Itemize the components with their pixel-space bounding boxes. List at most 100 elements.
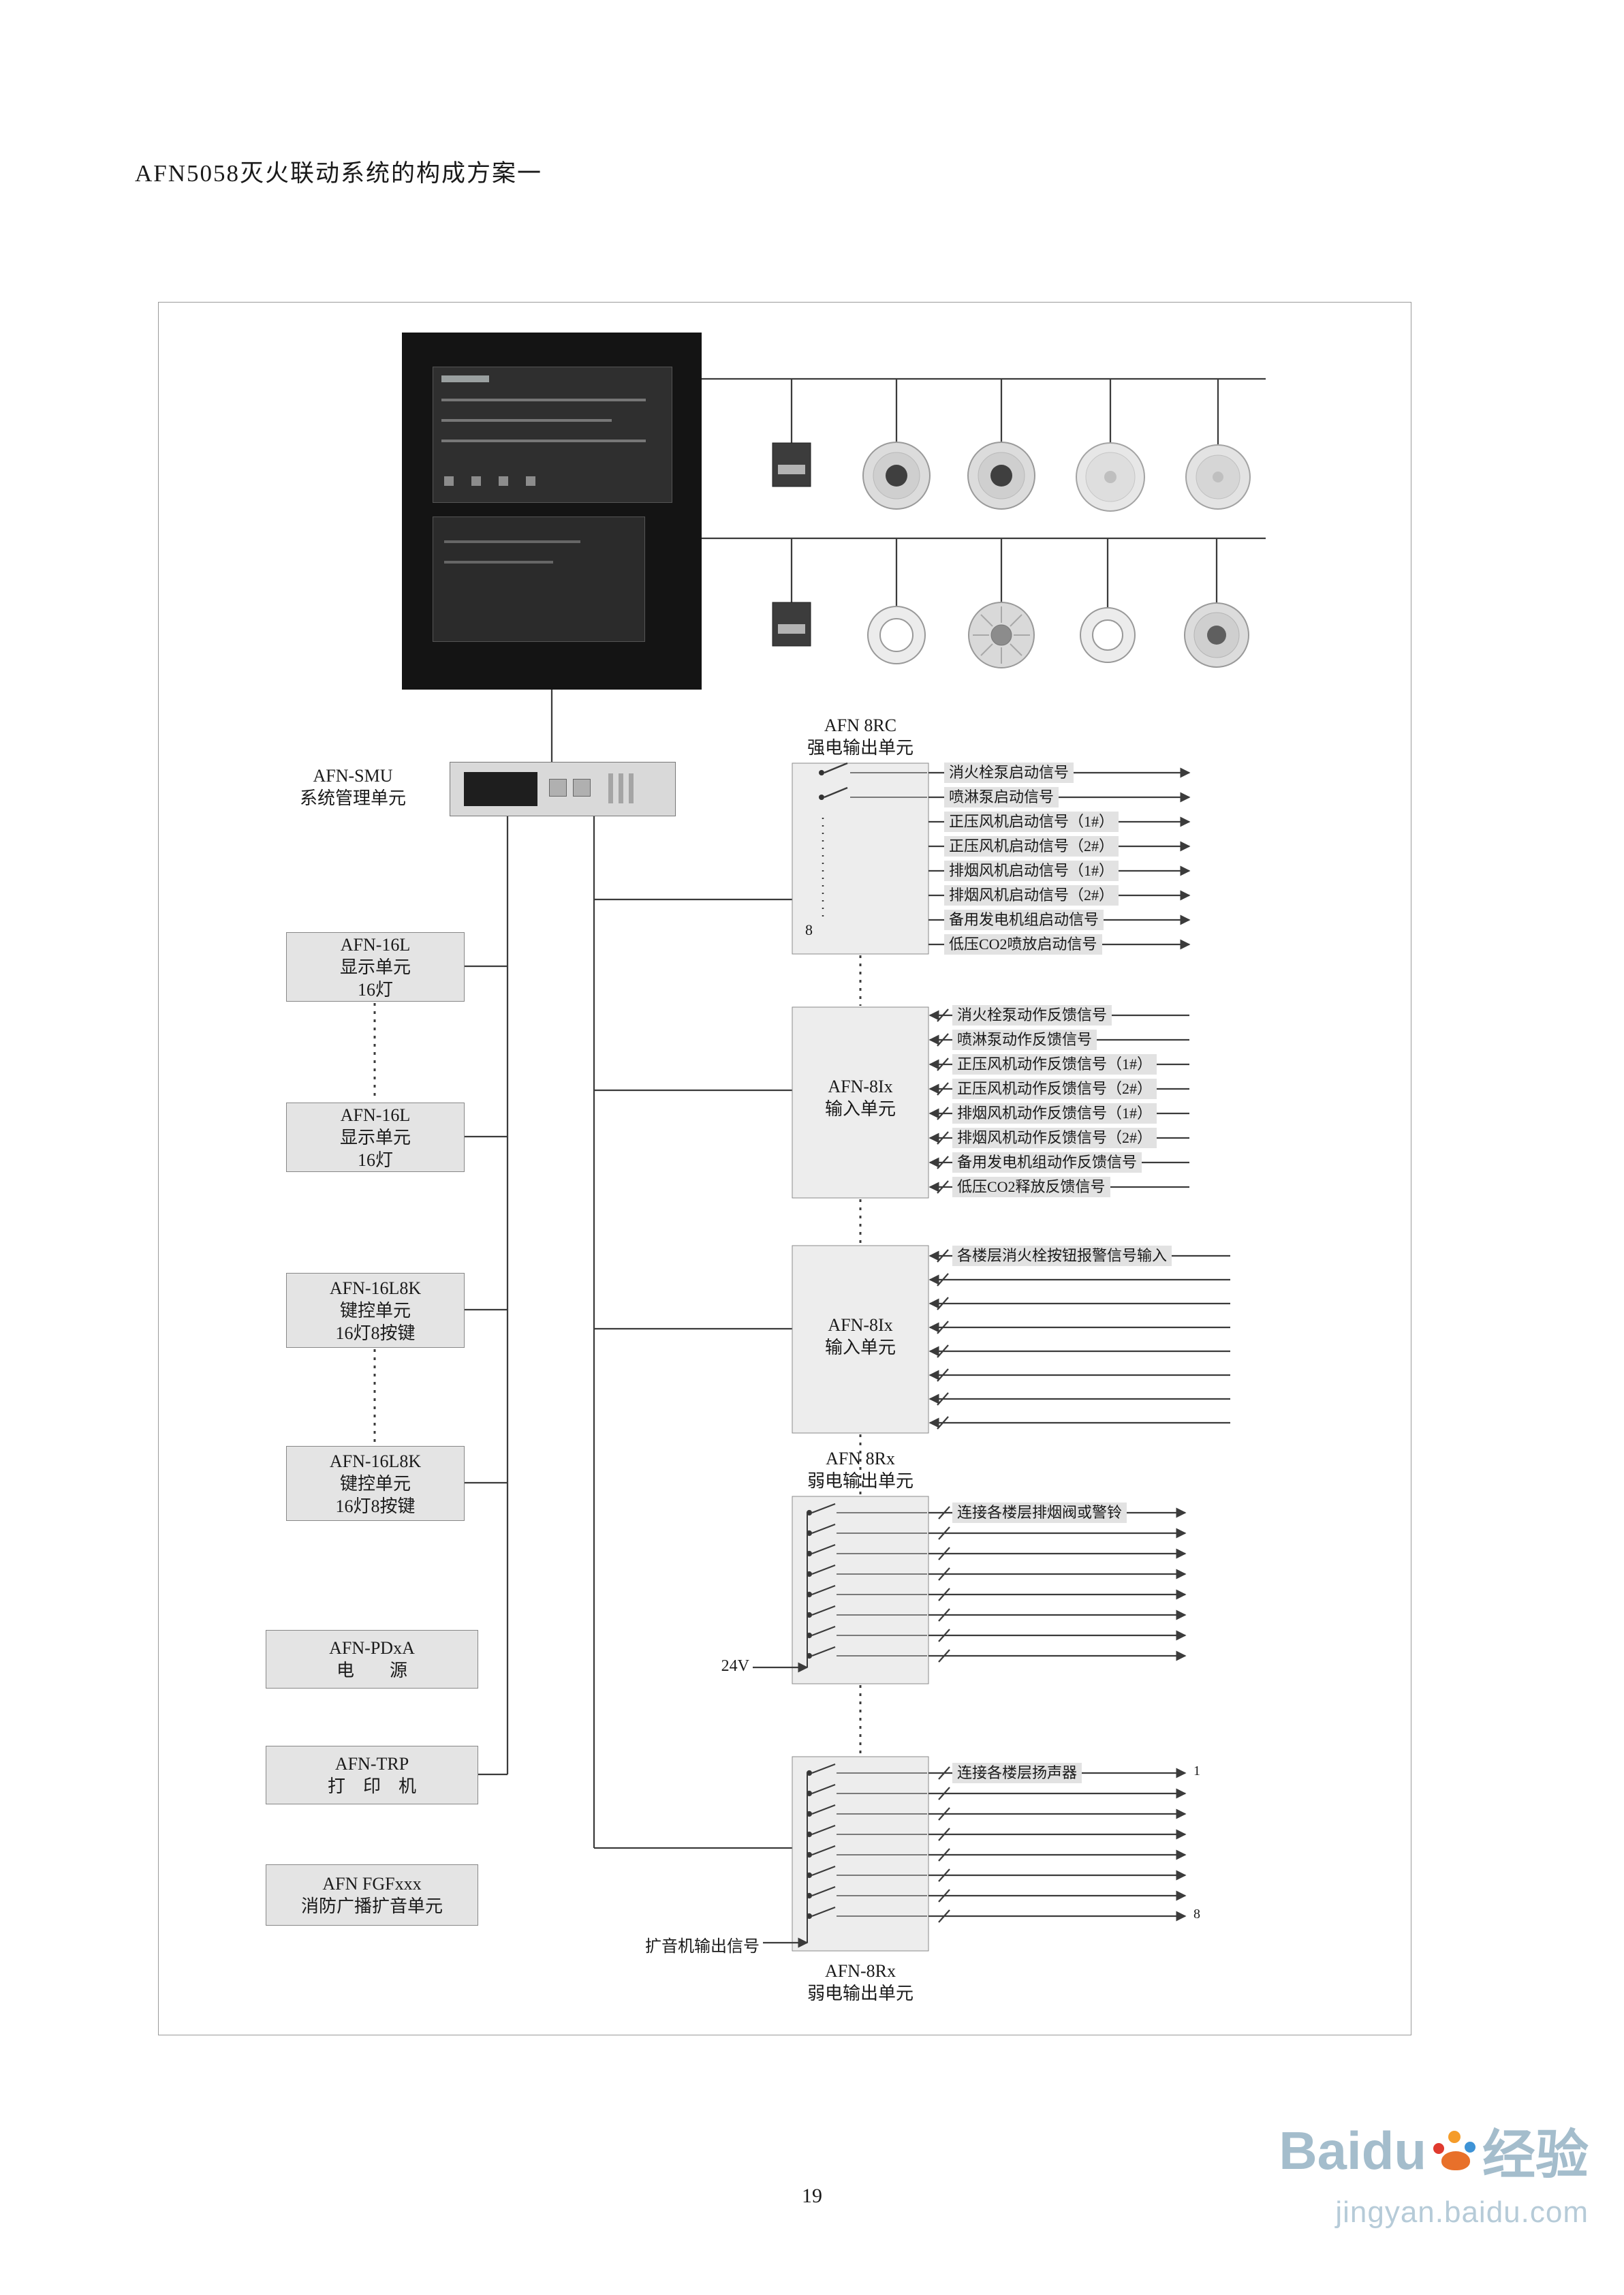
unit-model: AFN-8Ix (828, 1077, 893, 1096)
unit-model: AFN FGFxxx (322, 1874, 422, 1894)
24v-label: 24V (721, 1657, 749, 1675)
panel-button (444, 476, 454, 486)
strong-output-unit-box (792, 763, 929, 955)
smoke-detector-icon (967, 442, 1035, 510)
unit-type: 弱电输出单元 (807, 1471, 914, 1491)
detector-base-icon (867, 606, 926, 664)
unit-type: 显示单元 (339, 1127, 411, 1148)
unit-type: 键控单元 (339, 1473, 411, 1494)
smoke-detector-icon (1184, 602, 1249, 668)
detector-base-icon (1080, 607, 1136, 663)
panel-text-line (441, 440, 646, 442)
unit-model: AFN-TRP (334, 1754, 409, 1774)
input-unit2-box (792, 1245, 929, 1434)
strong-output-channel-count: 8 (805, 921, 813, 938)
unit-type: 消防广播扩音单元 (300, 1896, 443, 1916)
panel-text-line (444, 540, 580, 543)
signal-label: 正压风机动作反馈信号（1#） (952, 1054, 1157, 1075)
signal-label: 低压CO2喷放启动信号 (944, 934, 1102, 955)
printer-unit: AFN-TRP 打 印 机 (266, 1746, 478, 1804)
signal-label: 消火栓泵动作反馈信号 (952, 1005, 1112, 1026)
smu-label-line2: 系统管理单元 (299, 788, 406, 808)
signal-label: 喷淋泵动作反馈信号 (952, 1030, 1097, 1050)
unit-model: AFN-8Rx (824, 1961, 896, 1981)
watermark-url: jingyan.baidu.com (1335, 2196, 1589, 2229)
display-unit-1: AFN-16L 显示单元 16灯 (286, 932, 465, 1002)
weak-output-unit1-title: AFN 8Rx 弱电输出单元 (763, 1447, 958, 1492)
smu-vent (619, 773, 623, 803)
backbone-lines (463, 690, 792, 1849)
panel-display-area (433, 367, 672, 503)
power-supply-unit: AFN-PDxA 电 源 (266, 1630, 478, 1689)
paw-dot-blue (1464, 2142, 1475, 2153)
relay-contact-icons (819, 762, 927, 920)
unit-model: AFN 8RC (824, 715, 897, 735)
display-unit-2: AFN-16L 显示单元 16灯 (286, 1103, 465, 1172)
baidu-paw-icon (1432, 2128, 1477, 2173)
signal-label: 排烟风机动作反馈信号（2#） (952, 1128, 1157, 1148)
unit-spec: 16灯8按键 (335, 1323, 416, 1343)
unit-spec: 16灯 (357, 1150, 393, 1170)
signal-label: 正压风机启动信号（1#） (944, 812, 1119, 832)
speaker-line-last-number: 8 (1193, 1907, 1200, 1922)
panel-brand-plate (441, 375, 489, 382)
signal-label: 低压CO2释放反馈信号 (952, 1177, 1110, 1197)
unit-type: 强电输出单元 (807, 738, 914, 758)
signal-label: 排烟风机启动信号（2#） (944, 885, 1119, 906)
sounder-icon (968, 602, 1035, 668)
signal-label: 备用发电机组启动信号 (944, 910, 1104, 930)
fire-alarm-control-panel (402, 333, 702, 690)
switch-contact-icons (763, 1763, 927, 1948)
signal-label: 喷淋泵启动信号 (944, 787, 1059, 807)
input-module-icon (772, 442, 811, 487)
unit-model: AFN-16L (340, 934, 411, 955)
weak-output1-signal-lines (928, 1506, 1187, 1663)
unit-spec: 16灯8按键 (335, 1496, 416, 1516)
smu-button (573, 779, 591, 797)
paw-dot-orange (1448, 2131, 1461, 2143)
broadcast-amplifier-unit: AFN FGFxxx 消防广播扩音单元 (266, 1864, 478, 1926)
unit-model: AFN-8Ix (828, 1315, 893, 1335)
input-module-icon (772, 602, 811, 647)
panel-button (471, 476, 481, 486)
keypad-unit-2: AFN-16L8K 键控单元 16灯8按键 (286, 1446, 465, 1521)
page-title: AFN5058灭火联动系统的构成方案一 (135, 160, 543, 187)
signal-label: 正压风机启动信号（2#） (944, 836, 1119, 857)
smu-vent (608, 773, 613, 803)
unit-type: 键控单元 (339, 1300, 411, 1321)
panel-text-line (444, 561, 553, 564)
weak-output-unit2-title: AFN-8Rx 弱电输出单元 (763, 1960, 958, 2005)
unit-type: 打 印 机 (327, 1776, 416, 1796)
signal-label: 备用发电机组动作反馈信号 (952, 1152, 1142, 1173)
unit-model: AFN-16L (340, 1105, 411, 1125)
panel-button (499, 476, 508, 486)
signal-label: 连接各楼层扬声器 (952, 1763, 1082, 1783)
panel-door-window (433, 517, 645, 642)
input-unit1-title: AFN-8Ix 输入单元 (793, 1075, 928, 1120)
input-unit2-title: AFN-8Ix 输入单元 (793, 1314, 928, 1359)
detector-loop-lines (702, 378, 1266, 608)
signal-label: 各楼层消火栓按钮报警信号输入 (952, 1246, 1172, 1266)
smu-label: AFN-SMU 系统管理单元 (264, 765, 441, 810)
switch-contact-icons (753, 1503, 927, 1673)
signal-label: 排烟风机启动信号（1#） (944, 861, 1119, 881)
weak-output2-signal-lines (928, 1766, 1187, 1923)
smu-display (464, 772, 537, 806)
keypad-unit-1: AFN-16L8K 键控单元 16灯8按键 (286, 1273, 465, 1348)
watermark-brand-latin: Baidu (1279, 2120, 1426, 2181)
page-number: 19 (802, 2185, 822, 2207)
smoke-detector-icon (862, 442, 931, 510)
signal-label: 连接各楼层排烟阀或警铃 (952, 1503, 1127, 1523)
strong-output-unit-title: AFN 8RC 强电输出单元 (763, 714, 958, 759)
unit-model: AFN 8Rx (826, 1449, 895, 1468)
signal-label: 排烟风机动作反馈信号（1#） (952, 1103, 1157, 1124)
signal-label: 正压风机动作反馈信号（2#） (952, 1079, 1157, 1099)
input-unit1-box (792, 1006, 929, 1199)
smu-button (549, 779, 567, 797)
system-management-unit (450, 762, 676, 816)
smu-vent (629, 773, 634, 803)
baidu-jingyan-watermark: Baidu 经验 jingyan.baidu.com (1131, 2112, 1589, 2230)
smu-label-line1: AFN-SMU (313, 766, 393, 786)
